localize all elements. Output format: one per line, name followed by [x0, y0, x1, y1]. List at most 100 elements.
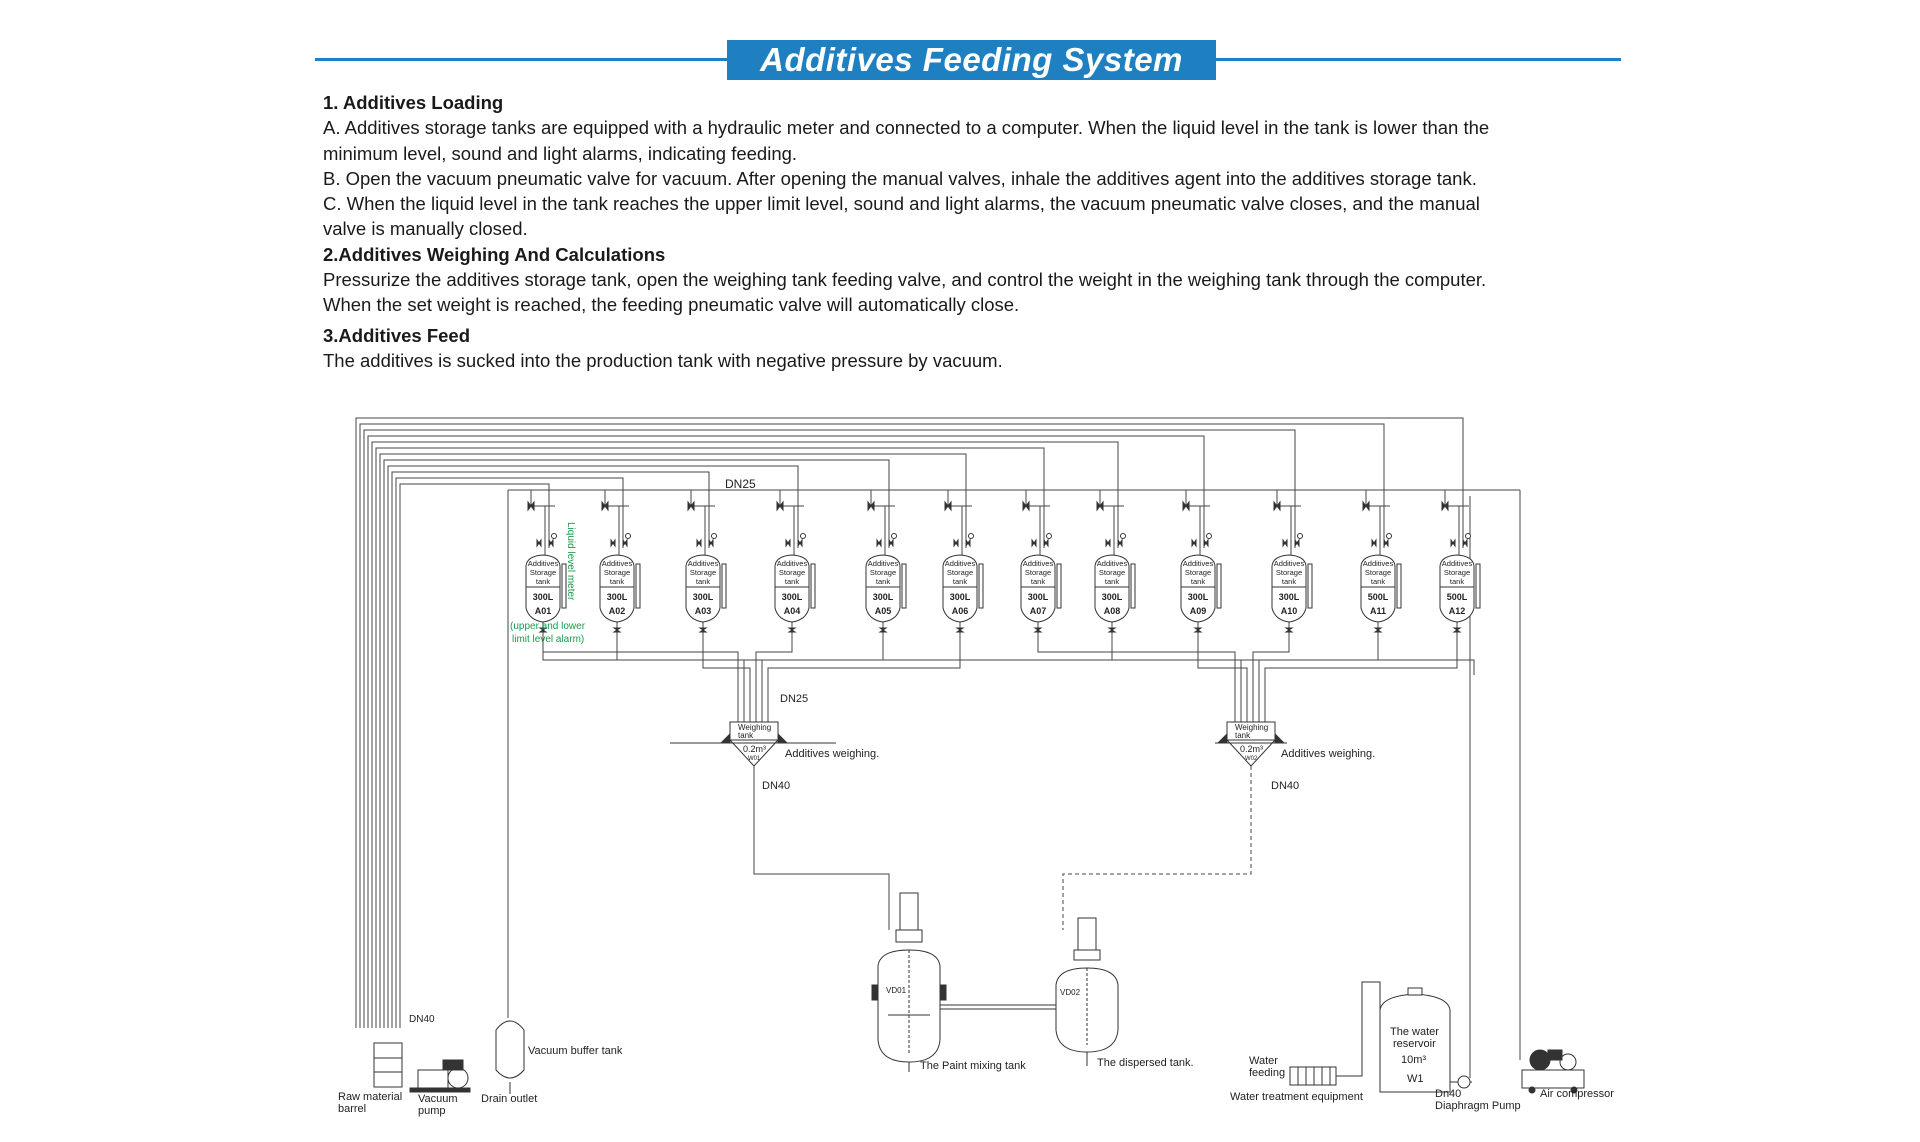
tank-id: A12 [1449, 606, 1466, 616]
manual-valve [1462, 538, 1468, 548]
level-signal-line [542, 640, 1475, 675]
water-treatment-equipment [1289, 1066, 1337, 1086]
vd01-label: VD01 [886, 986, 907, 995]
dn40-pump-label: Dn40 [1435, 1088, 1461, 1100]
tank-capacity: 500L [1447, 592, 1468, 602]
tank-label-line1: Additives [1363, 559, 1394, 568]
tank-label-line1: Additives [688, 559, 719, 568]
vacuum-feed-line [395, 477, 624, 1028]
weighing-tank-w01 [670, 721, 836, 767]
vacuum-buffer-label: Vacuum buffer tank [528, 1045, 623, 1057]
outlet-valve [1284, 627, 1294, 633]
discharge-line-w01 [753, 766, 890, 930]
gauge-icon [800, 533, 806, 539]
reservoir-volume: 10m³ [1401, 1054, 1426, 1066]
w01-volume: 0.2m³ [743, 744, 766, 754]
title-rule-right [1216, 58, 1621, 61]
manual-valve [1117, 538, 1123, 548]
water-treatment-label: Water treatment equipment [1230, 1091, 1363, 1103]
tank-capacity: 300L [782, 592, 803, 602]
outlet-valve [1107, 627, 1117, 633]
tank-label-line3: tank [876, 577, 890, 586]
tank-label-line2: Storage [1276, 568, 1302, 577]
tank-id: A05 [875, 606, 892, 616]
section-heading-feed: 3.Additives Feed [323, 324, 471, 346]
loading-step-c-cont: valve is manually closed. [323, 218, 528, 240]
tank-label-line2: Storage [870, 568, 896, 577]
storage-tanks: AdditivesStoragetank300LA01AdditivesStor… [525, 500, 1481, 633]
w01-id: W01 [748, 756, 761, 762]
manifold-line-w01 [755, 640, 793, 722]
section-heading-weighing: 2.Additives Weighing And Calculations [323, 243, 666, 265]
tank-id: A06 [952, 606, 969, 616]
discharge-line-w02 [1062, 766, 1252, 930]
manual-valve [888, 538, 894, 548]
gauge-icon [1046, 533, 1052, 539]
feed-line-1: The additives is sucked into the product… [323, 349, 1003, 371]
outlet-valve [1193, 627, 1203, 633]
tank-label-line2: Storage [604, 568, 630, 577]
manual-valve [1105, 538, 1111, 548]
limit-alarm-label-1: (upper and lower [510, 621, 586, 632]
tank-label-line3: tank [1371, 577, 1385, 586]
tank-label-line3: tank [696, 577, 710, 586]
dn25-top-label: DN25 [725, 477, 756, 491]
water-reservoir [1336, 981, 1451, 1093]
w01-weighing-label: Additives weighing. [785, 748, 879, 760]
air-compressor-label: Air compressor [1540, 1088, 1614, 1100]
tank-capacity: 300L [950, 592, 971, 602]
outlet-valve [878, 627, 888, 633]
tank-label-line3: tank [1450, 577, 1464, 586]
manual-valve [1294, 538, 1300, 548]
w02-id: W02 [1245, 756, 1258, 762]
level-meter [1307, 563, 1313, 609]
vacuum-feed-line [387, 465, 799, 1028]
level-meter [561, 563, 567, 609]
tank-id: A07 [1030, 606, 1047, 616]
raw-material-label-2: barrel [338, 1103, 366, 1115]
gauge-icon [625, 533, 631, 539]
w02-volume: 0.2m³ [1240, 744, 1263, 754]
tank-label-line2: Storage [1099, 568, 1125, 577]
tank-vessel [1180, 554, 1216, 623]
manifold-line-w01 [542, 640, 739, 722]
outlet-valve [698, 627, 708, 633]
w02-label-1: Weighing [1235, 723, 1268, 732]
raw-material-barrel [373, 1042, 403, 1088]
section-heading-loading: 1. Additives Loading [323, 92, 504, 113]
water-feeding-label-1: Water [1249, 1055, 1278, 1067]
tank-label-line3: tank [953, 577, 967, 586]
manifold-line-w02 [1264, 640, 1458, 722]
liquid-level-meter-label: Liquid level meter [565, 522, 576, 601]
outlet-valve [538, 627, 548, 633]
dn40-right-label: DN40 [1271, 780, 1299, 792]
tank-vessel [599, 554, 635, 623]
tank-id: A02 [609, 606, 626, 616]
manifold-line-w02 [1197, 640, 1248, 722]
manual-valve [548, 538, 554, 548]
manual-valve [953, 538, 959, 548]
tank-vessel [685, 554, 721, 623]
tank-vessel [942, 554, 978, 623]
vacuum-feed-line [379, 453, 967, 1028]
tank-vessel [1094, 554, 1130, 623]
outlet-valve [1452, 627, 1462, 633]
vacuum-buffer-tank [495, 1020, 525, 1094]
dn40-raw-label: DN40 [409, 1014, 435, 1025]
gauge-icon [1206, 533, 1212, 539]
vacuum-feed-line [367, 435, 1205, 1028]
dn40-left-label: DN40 [762, 780, 790, 792]
vacuum-feed-line [399, 483, 550, 1028]
vacuum-feed-line [391, 471, 710, 1028]
level-meter [978, 563, 984, 609]
tank-label-line2: Storage [1185, 568, 1211, 577]
weighing-line-2: When the set weight is reached, the feed… [323, 294, 1020, 316]
pneumatic-valve [867, 500, 875, 512]
reservoir-id: W1 [1407, 1073, 1424, 1085]
level-meter [1216, 563, 1222, 609]
